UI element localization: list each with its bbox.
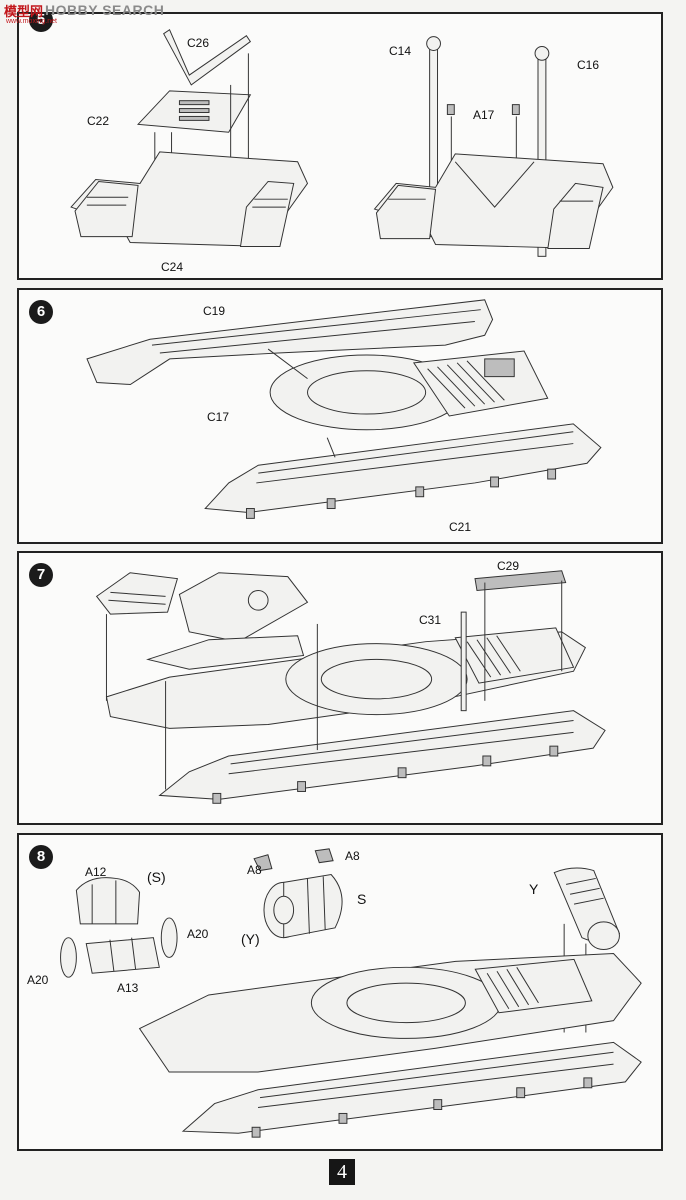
part-label-a20-right: A20 [187, 927, 209, 941]
part-label-c29: C29 [497, 559, 520, 573]
part-label-s-paren: (S) [147, 869, 166, 885]
step-6-panel: 6 C19 C17 C21 [17, 288, 663, 544]
part-label-c14: C14 [389, 44, 412, 58]
part-label-c24: C24 [161, 260, 184, 274]
watermark-url: www.moxing.net [6, 18, 57, 25]
step-number-badge: 6 [29, 300, 53, 324]
part-label-a12: A12 [85, 865, 107, 879]
part-label-s: S [357, 891, 367, 907]
part-label-c21: C21 [449, 520, 472, 534]
step-8-illustration [60, 848, 642, 1138]
step-7-panel: 7 C29 C31 [17, 551, 663, 825]
part-label-c31: C31 [419, 613, 442, 627]
part-label-c26: C26 [187, 36, 210, 50]
part-label-c16: C16 [577, 58, 600, 72]
part-label-a17: A17 [473, 108, 495, 122]
step-number-badge: 7 [29, 563, 53, 587]
part-label-a13: A13 [117, 981, 139, 995]
watermark-site: HOBBY SEARCH [45, 2, 165, 18]
page-number: 4 [329, 1159, 355, 1185]
part-label-a8-left: A8 [247, 863, 262, 877]
step-5-illustration [70, 29, 614, 257]
part-label-a20-left: A20 [27, 973, 49, 987]
part-label-y-paren: (Y) [241, 931, 260, 947]
step-6-illustration [86, 299, 602, 519]
step-8-panel: 8 [17, 833, 663, 1151]
part-label-c17: C17 [207, 410, 230, 424]
part-label-y: Y [529, 881, 539, 897]
step-5-panel: 5 C26 C22 C24 [17, 12, 663, 280]
part-label-c19: C19 [203, 304, 226, 318]
step-number-badge: 8 [29, 845, 53, 869]
part-label-c22: C22 [87, 114, 110, 128]
part-label-a8-right: A8 [345, 849, 360, 863]
step-7-illustration [95, 570, 606, 804]
step-number-badge: 5 [29, 14, 53, 32]
watermark-logo: 模型网 [4, 3, 44, 19]
watermark: 模型网 HOBBY SEARCH [4, 2, 165, 19]
